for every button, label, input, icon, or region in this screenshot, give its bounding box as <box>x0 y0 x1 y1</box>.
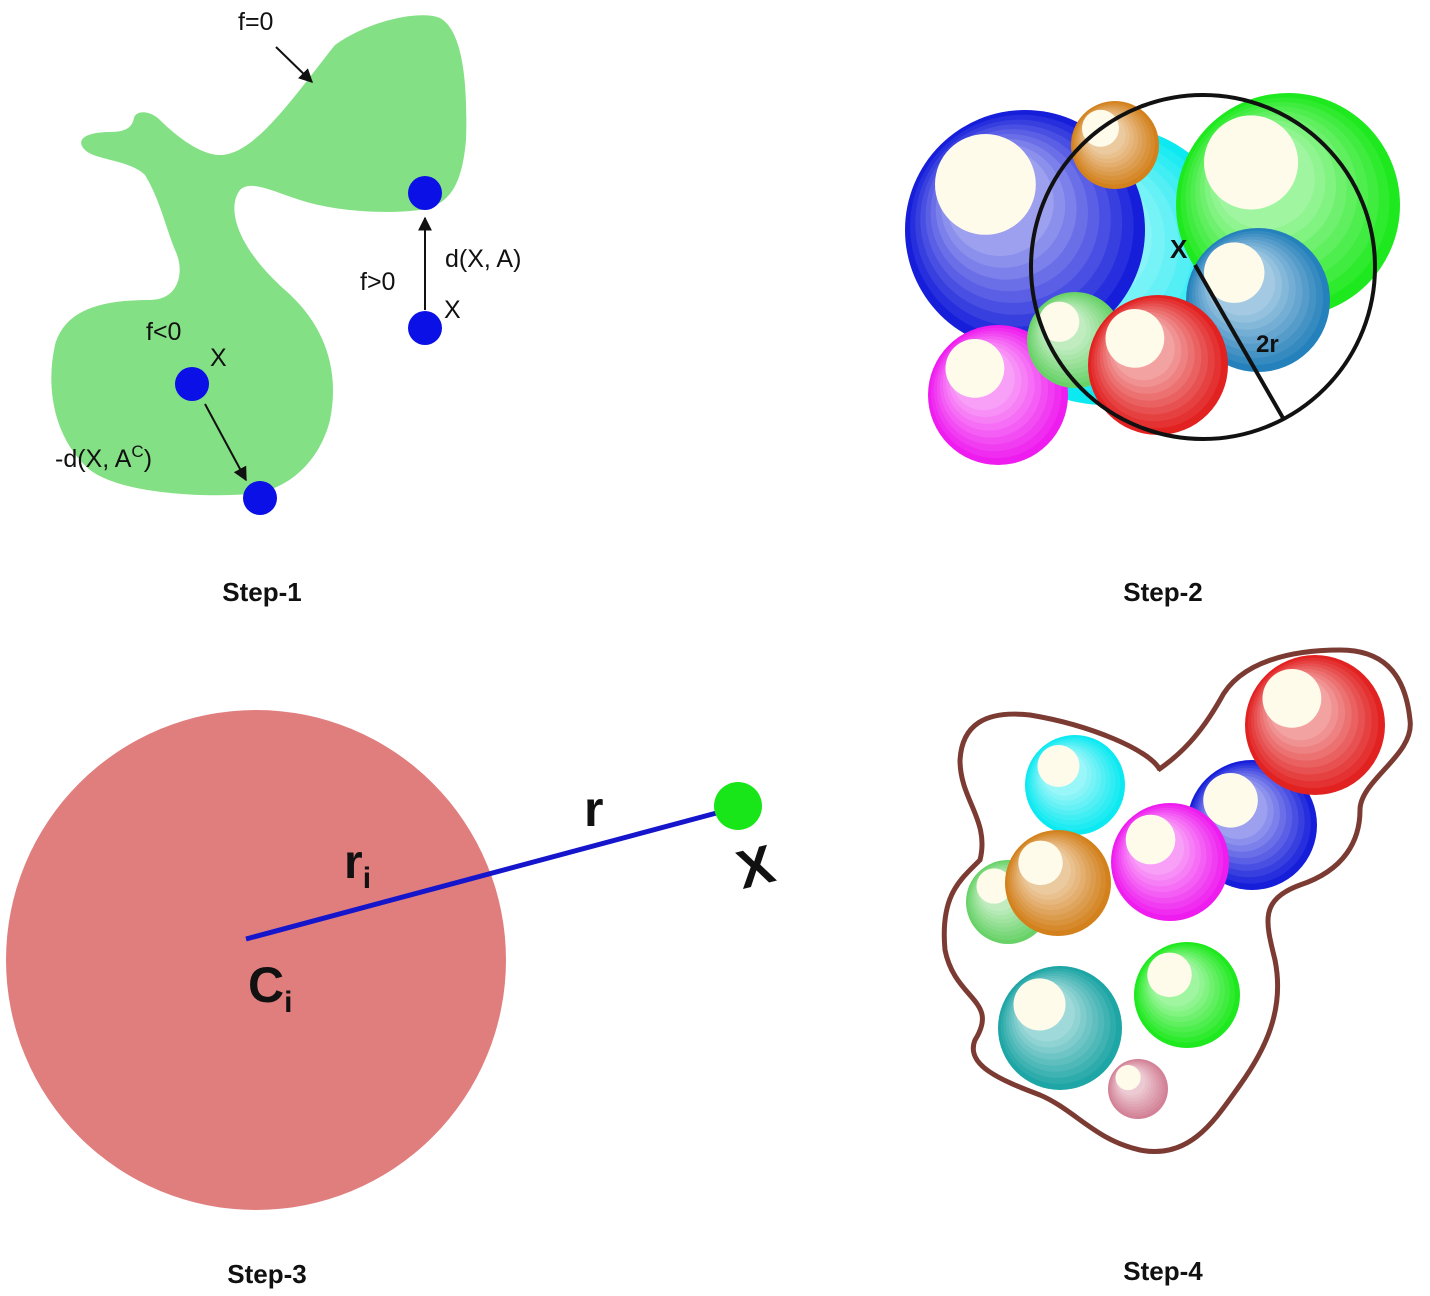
step2-panel: X 2r Step-2 <box>905 93 1400 607</box>
boundary-arrow <box>276 47 312 82</box>
step3-panel: r ri Ci X Step-3 <box>6 710 780 1289</box>
radius-label: 2r <box>1256 331 1279 358</box>
outside-sign-label: f>0 <box>360 268 395 296</box>
step1-caption: Step-1 <box>222 577 301 607</box>
step3-caption: Step-3 <box>227 1259 306 1289</box>
step1-panel: f=0 d(X, A) f>0 X f<0 X -d(X, AC) Step-1 <box>51 8 521 607</box>
boundary-label: f=0 <box>238 8 273 36</box>
outside-point <box>408 311 442 345</box>
inside-sign-label: f<0 <box>146 318 181 346</box>
inside-point <box>175 367 209 401</box>
step4-sphere <box>998 966 1122 1090</box>
step4-caption: Step-4 <box>1123 1256 1203 1286</box>
step4-panel: Step-4 <box>944 650 1410 1286</box>
step4-sphere <box>1111 803 1229 921</box>
step4-sphere <box>1245 655 1385 795</box>
outside-distance-label: d(X, A) <box>445 245 521 273</box>
distance-r-label: r <box>584 781 603 837</box>
step4-sphere <box>1108 1059 1168 1119</box>
step2-caption: Step-2 <box>1123 577 1202 607</box>
region-a-shape <box>51 15 466 495</box>
query-point-label: X <box>731 834 780 901</box>
outside-point-label: X <box>444 296 461 324</box>
step4-sphere <box>1025 735 1125 835</box>
nearest-boundary-point-inside <box>243 481 277 515</box>
inside-point-label: X <box>210 344 227 372</box>
step4-sphere <box>1005 830 1111 936</box>
query-point-label: X <box>1170 234 1188 264</box>
step2-sphere <box>1088 295 1228 435</box>
query-point <box>714 782 762 830</box>
step4-sphere <box>1134 942 1240 1048</box>
step4-spheres <box>966 655 1385 1119</box>
nearest-boundary-point-outside <box>408 176 442 210</box>
